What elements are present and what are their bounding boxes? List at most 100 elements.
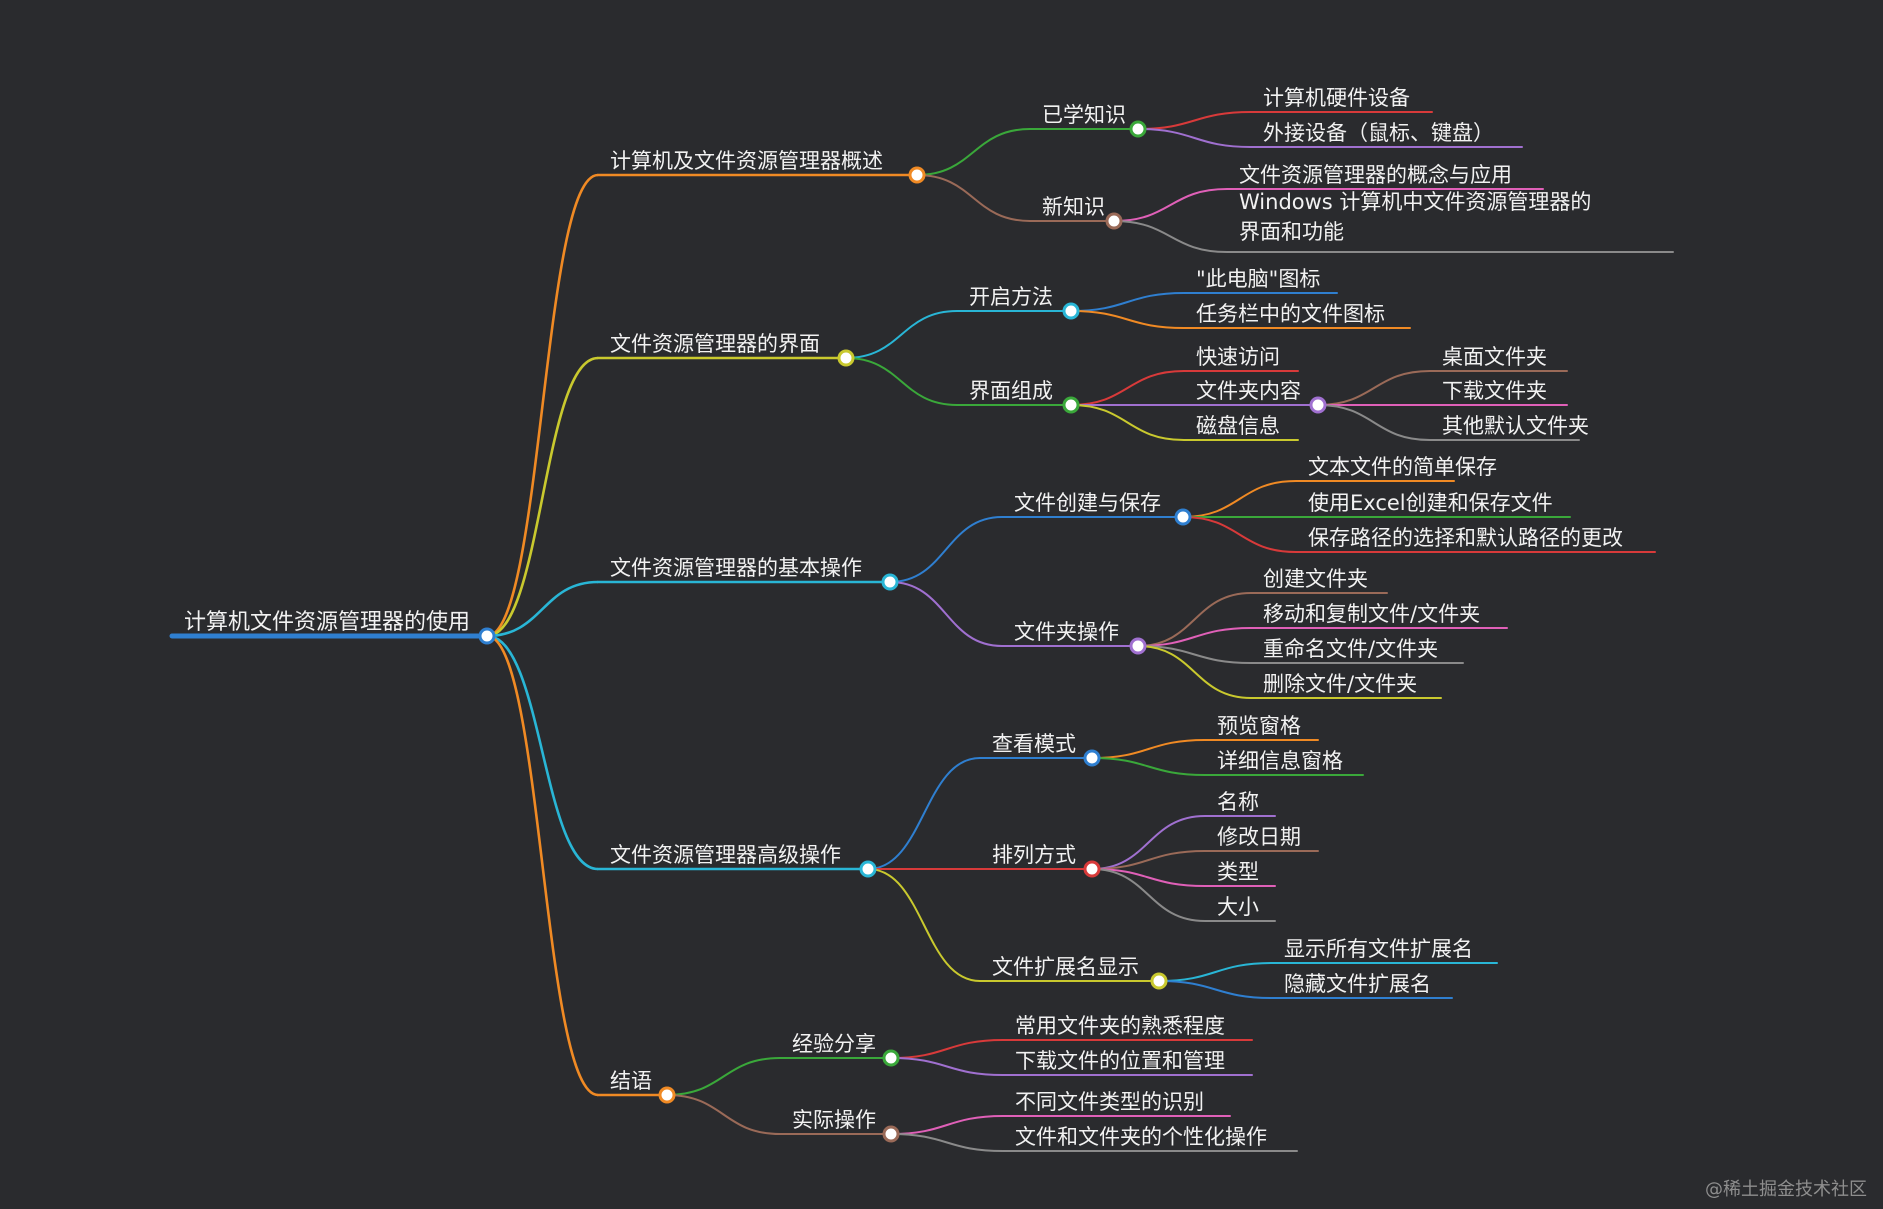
topic-label[interactable]: 已学知识 bbox=[1042, 103, 1126, 127]
connector-r0-1 bbox=[916, 174, 1031, 222]
topic-label[interactable]: 快速访问 bbox=[1196, 345, 1280, 369]
root-topic-label[interactable]: 计算机文件资源管理器的使用 bbox=[184, 610, 470, 635]
topic-label[interactable]: 计算机及文件资源管理器概述 bbox=[610, 149, 883, 173]
connector-r4-1 bbox=[666, 1094, 781, 1135]
connector-layer bbox=[169, 111, 1674, 1152]
topic-label[interactable]: 使用Excel创建和保存文件 bbox=[1308, 491, 1553, 515]
collapse-toggle-r1-1[interactable] bbox=[1062, 396, 1080, 414]
topic-label[interactable]: 文件和文件夹的个性化操作 bbox=[1015, 1125, 1267, 1149]
connector-r1 bbox=[486, 356, 599, 638]
topic-label[interactable]: 类型 bbox=[1217, 860, 1259, 884]
connector-r2-0-0 bbox=[1182, 480, 1297, 518]
connector-r1-0-1 bbox=[1070, 310, 1185, 329]
topic-label[interactable]: 常用文件夹的熟悉程度 bbox=[1015, 1014, 1225, 1038]
topic-label[interactable]: 预览窗格 bbox=[1217, 714, 1301, 738]
connector-r4-1-1 bbox=[890, 1133, 1004, 1152]
topic-label[interactable]: 显示所有文件扩展名 bbox=[1284, 937, 1473, 961]
topic-label[interactable]: 结语 bbox=[610, 1069, 652, 1093]
topic-label[interactable]: 详细信息窗格 bbox=[1217, 749, 1343, 773]
collapse-toggle-r0[interactable] bbox=[908, 166, 926, 184]
collapse-toggle-r[interactable] bbox=[478, 627, 496, 645]
topic-label[interactable]: 经验分享 bbox=[792, 1032, 876, 1056]
connector-r4-0 bbox=[666, 1057, 781, 1096]
connector-r1-1-2 bbox=[1070, 404, 1185, 441]
topic-label[interactable]: 不同文件类型的识别 bbox=[1015, 1090, 1204, 1114]
topic-label[interactable]: 开启方法 bbox=[969, 285, 1053, 309]
topic-label[interactable]: 文件资源管理器高级操作 bbox=[610, 843, 841, 867]
topic-label[interactable]: 文件创建与保存 bbox=[1014, 491, 1161, 515]
connector-r2-0-2 bbox=[1182, 516, 1297, 553]
topic-label[interactable]: 排列方式 bbox=[992, 843, 1076, 867]
topic-label[interactable]: 桌面文件夹 bbox=[1442, 345, 1547, 369]
topic-label[interactable]: 大小 bbox=[1217, 895, 1259, 919]
topic-label[interactable]: 保存路径的选择和默认路径的更改 bbox=[1308, 526, 1623, 550]
connector-r1-0-0 bbox=[1070, 292, 1185, 312]
topic-label[interactable]: 新知识 bbox=[1042, 195, 1105, 219]
connector-r3-1-1 bbox=[1091, 850, 1206, 870]
topic-label[interactable]: 修改日期 bbox=[1217, 825, 1301, 849]
collapse-toggle-r3[interactable] bbox=[859, 860, 877, 878]
topic-label[interactable]: 下载文件夹 bbox=[1442, 379, 1547, 403]
topic-label[interactable]: 删除文件/文件夹 bbox=[1263, 672, 1417, 696]
topic-label[interactable]: 名称 bbox=[1217, 790, 1259, 814]
connector-r3-1-3 bbox=[1091, 868, 1206, 922]
connector-r1-1 bbox=[845, 357, 958, 406]
collapse-toggle-r0-1[interactable] bbox=[1105, 212, 1123, 230]
topic-label[interactable]: 其他默认文件夹 bbox=[1442, 414, 1589, 438]
connector-r3-2-1 bbox=[1158, 980, 1273, 999]
connector-r3-0-0 bbox=[1091, 739, 1206, 759]
connector-r2-0 bbox=[889, 516, 1003, 583]
connector-r4-0-1 bbox=[890, 1057, 1004, 1076]
collapse-toggle-r1-0[interactable] bbox=[1062, 302, 1080, 320]
topic-label[interactable]: 文件夹内容 bbox=[1196, 379, 1301, 403]
connector-r3-0-1 bbox=[1091, 757, 1206, 776]
collapse-toggle-r2-1[interactable] bbox=[1129, 637, 1147, 655]
topic-label[interactable]: "此电脑"图标 bbox=[1196, 267, 1320, 291]
topic-label[interactable]: 界面组成 bbox=[969, 379, 1053, 403]
topic-label[interactable]: 隐藏文件扩展名 bbox=[1284, 972, 1431, 996]
topic-label[interactable]: 计算机硬件设备 bbox=[1263, 86, 1410, 110]
topic-label[interactable]: 文件扩展名显示 bbox=[992, 955, 1139, 979]
topic-label[interactable]: 重命名文件/文件夹 bbox=[1263, 637, 1438, 661]
collapse-toggle-r1-1-1[interactable] bbox=[1309, 396, 1327, 414]
connector-r0-0-1 bbox=[1137, 128, 1252, 148]
connector-r2-1-3 bbox=[1137, 645, 1252, 699]
topic-label[interactable]: 文本文件的简单保存 bbox=[1308, 455, 1497, 479]
collapse-toggle-r3-1[interactable] bbox=[1083, 860, 1101, 878]
topic-label[interactable]: Windows 计算机中文件资源管理器的界面和功能 bbox=[1239, 190, 1591, 244]
topic-label[interactable]: 创建文件夹 bbox=[1263, 567, 1368, 591]
collapse-toggle-r4[interactable] bbox=[658, 1086, 676, 1104]
connector-r1-1-1-2 bbox=[1317, 404, 1431, 441]
collapse-toggle-r0-0[interactable] bbox=[1129, 120, 1147, 138]
connector-r1-1-1-0 bbox=[1317, 370, 1431, 406]
collapse-toggle-r4-1[interactable] bbox=[882, 1125, 900, 1143]
collapse-toggle-r1[interactable] bbox=[837, 349, 855, 367]
connector-r0-1-0 bbox=[1113, 188, 1228, 222]
collapse-toggle-r3-0[interactable] bbox=[1083, 749, 1101, 767]
topic-label[interactable]: 外接设备（鼠标、键盘） bbox=[1263, 121, 1494, 145]
topic-label[interactable]: 磁盘信息 bbox=[1196, 414, 1280, 438]
connector-r0-0-0 bbox=[1137, 111, 1252, 130]
topic-label[interactable]: 实际操作 bbox=[792, 1108, 876, 1132]
connector-r2-1 bbox=[889, 581, 1003, 647]
topic-label[interactable]: 任务栏中的文件图标 bbox=[1196, 302, 1385, 326]
collapse-toggle-r4-0[interactable] bbox=[882, 1049, 900, 1067]
topic-label[interactable]: 文件资源管理器的界面 bbox=[610, 332, 820, 356]
connector-r0-0 bbox=[916, 128, 1031, 176]
collapse-toggle-r2-0[interactable] bbox=[1174, 508, 1192, 526]
topic-label[interactable]: 文件资源管理器的基本操作 bbox=[610, 556, 862, 580]
topic-label[interactable]: 文件资源管理器的概念与应用 bbox=[1239, 163, 1512, 187]
topic-label[interactable]: 文件夹操作 bbox=[1014, 620, 1119, 644]
topic-label[interactable]: 查看模式 bbox=[992, 732, 1076, 756]
collapse-toggle-r2[interactable] bbox=[881, 573, 899, 591]
connector-r3-2 bbox=[867, 868, 981, 982]
connector-r4 bbox=[486, 634, 599, 1097]
connector-r3-1-2 bbox=[1091, 868, 1206, 887]
connector-r2 bbox=[486, 580, 599, 638]
connector-r4-1-0 bbox=[890, 1115, 1004, 1135]
topic-label[interactable]: 下载文件的位置和管理 bbox=[1015, 1049, 1225, 1073]
topic-label[interactable]: 移动和复制文件/文件夹 bbox=[1263, 602, 1480, 626]
collapse-toggle-r3-2[interactable] bbox=[1150, 972, 1168, 990]
